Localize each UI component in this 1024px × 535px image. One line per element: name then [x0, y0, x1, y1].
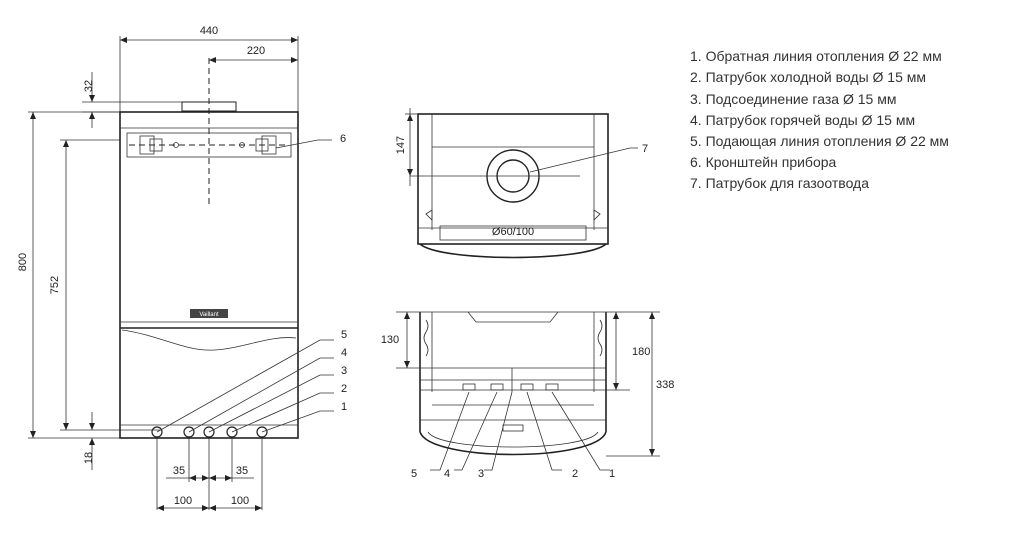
dim-width-440: 440 — [200, 25, 218, 37]
brand-plate-text: Vaillant — [199, 312, 219, 318]
callout-7-flue: 7 — [642, 143, 648, 155]
dim-bottom-18: 18 — [83, 452, 95, 464]
callout-4-bottom: 4 — [444, 468, 450, 480]
callout-2-bottom: 2 — [572, 468, 578, 480]
dim-top-32: 32 — [83, 80, 95, 92]
dim-height-800: 800 — [17, 253, 29, 271]
connection-legend: 1. Обратная линия отопления Ø 22 мм 2. П… — [690, 48, 949, 191]
flue-diameter-label: Ø60/100 — [492, 226, 534, 238]
dim-depth-147: 147 — [395, 136, 407, 154]
boiler-body-top — [417, 113, 609, 245]
dim-pitch-35-right: 35 — [236, 465, 248, 477]
connection-1-front — [256, 426, 268, 438]
callout-1-front: 1 — [341, 401, 347, 413]
dim-pitch-100-left: 100 — [174, 495, 192, 507]
legend-item-6: 6. Кронштейн прибора — [690, 154, 837, 170]
callout-2-front: 2 — [341, 383, 347, 395]
legend-item-2: 2. Патрубок холодной воды Ø 15 мм — [690, 69, 926, 85]
top-view: Ø60/100 147 7 — [395, 108, 648, 259]
dim-pitch-35-left: 35 — [173, 465, 185, 477]
callout-6-bracket: 6 — [340, 133, 346, 145]
connection-5-front — [151, 426, 163, 438]
connection-4-front — [183, 426, 195, 438]
callout-4-front: 4 — [341, 347, 347, 359]
callout-3-front: 3 — [341, 365, 347, 377]
brand-plate-logo — [190, 309, 228, 318]
dim-pitch-100-right: 100 — [231, 495, 249, 507]
legend-item-3: 3. Подсоединение газа Ø 15 мм — [690, 91, 896, 107]
bottom-view: 5 4 3 2 1 130 180 338 — [381, 311, 674, 480]
dim-bottom-338: 338 — [656, 379, 674, 391]
legend-item-7: 7. Патрубок для газоотвода — [690, 175, 869, 191]
connection-2-front — [226, 426, 238, 438]
callout-5-bottom: 5 — [411, 468, 417, 480]
dim-half-220: 220 — [247, 45, 265, 57]
connection-3-front — [203, 426, 215, 438]
legend-item-1: 1. Обратная линия отопления Ø 22 мм — [690, 48, 942, 64]
callout-1-bottom: 1 — [609, 468, 615, 480]
callout-3-bottom: 3 — [478, 468, 484, 480]
dim-bottom-180: 180 — [632, 346, 650, 358]
callout-5-front: 5 — [341, 329, 347, 341]
dim-height-752: 752 — [49, 276, 61, 294]
front-view: 440 220 32 800 752 18 — [17, 25, 347, 511]
legend-item-4: 4. Патрубок горячей воды Ø 15 мм — [690, 112, 915, 128]
dim-bottom-130: 130 — [381, 334, 399, 346]
legend-item-5: 5. Подающая линия отопления Ø 22 мм — [690, 133, 949, 149]
